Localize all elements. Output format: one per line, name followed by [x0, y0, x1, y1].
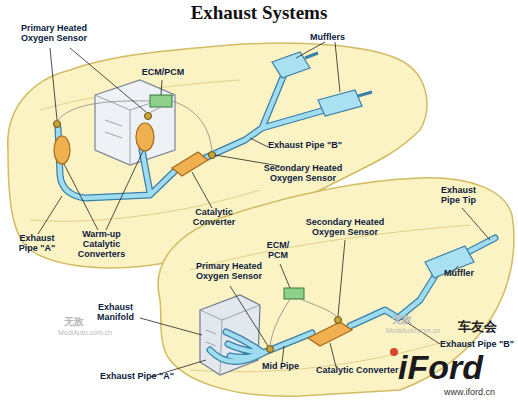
oxygen-sensor	[267, 346, 274, 353]
catalytic-converter	[308, 322, 352, 346]
muffler	[272, 52, 310, 78]
catalytic-converter	[172, 152, 208, 176]
watermark: ModiAuto.com.cn	[386, 327, 456, 335]
part-label: ECM/PCM	[138, 68, 188, 78]
part-label: Exhaust Pipe Tip	[436, 186, 481, 206]
part-label: Secondary Heated Oxygen Sensor	[300, 218, 390, 238]
part-label: Muffler	[444, 269, 494, 279]
oxygen-sensor	[54, 121, 61, 128]
logo-text: iFord	[398, 350, 498, 384]
part-label: Exhaust Pipe "A"	[100, 372, 190, 382]
part-label: Primary Heated Oxygen Sensor	[14, 24, 94, 44]
part-label: Exhaust Pipe "B"	[440, 340, 518, 350]
part-label: Mufflers	[310, 33, 360, 43]
engine	[95, 80, 175, 165]
oxygen-sensor	[209, 152, 216, 159]
sensor-wire	[270, 299, 337, 346]
part-label: Warm-up Catalytic Converters	[74, 230, 129, 260]
muffler	[318, 90, 362, 116]
oxygen-sensor	[145, 113, 152, 120]
part-label: Catalytic Converter	[184, 208, 244, 228]
part-label: ECM/ PCM	[262, 241, 294, 261]
part-label: Exhaust Pipe "B"	[268, 141, 368, 151]
watermark: 无敌	[64, 316, 104, 327]
part-label: Mid Pipe	[262, 362, 312, 372]
part-label: Exhaust Pipe "A"	[12, 234, 62, 254]
watermark: ModiAuto.com.cn	[58, 329, 128, 337]
warm-up-converter	[54, 136, 70, 164]
car-body	[158, 178, 514, 396]
oxygen-sensor	[335, 317, 342, 324]
part-label: Exhaust Manifold	[88, 303, 143, 323]
watermark: 无敌	[392, 314, 432, 325]
leader-line	[38, 42, 490, 377]
ecm-box	[150, 95, 172, 107]
logo-text: 车友会	[458, 320, 513, 334]
sensor-wire	[57, 101, 212, 152]
ecm-box	[284, 288, 304, 299]
part-label: Secondary Heated Oxygen Sensor	[258, 164, 348, 184]
title: Exhaust Systems	[0, 3, 518, 24]
engine-detail	[95, 95, 175, 165]
logo-dot	[390, 348, 398, 356]
logo-url: www.iford.cn	[444, 388, 518, 398]
part-label: Primary Heated Oxygen Sensor	[184, 262, 274, 282]
warm-up-converter	[136, 123, 154, 151]
